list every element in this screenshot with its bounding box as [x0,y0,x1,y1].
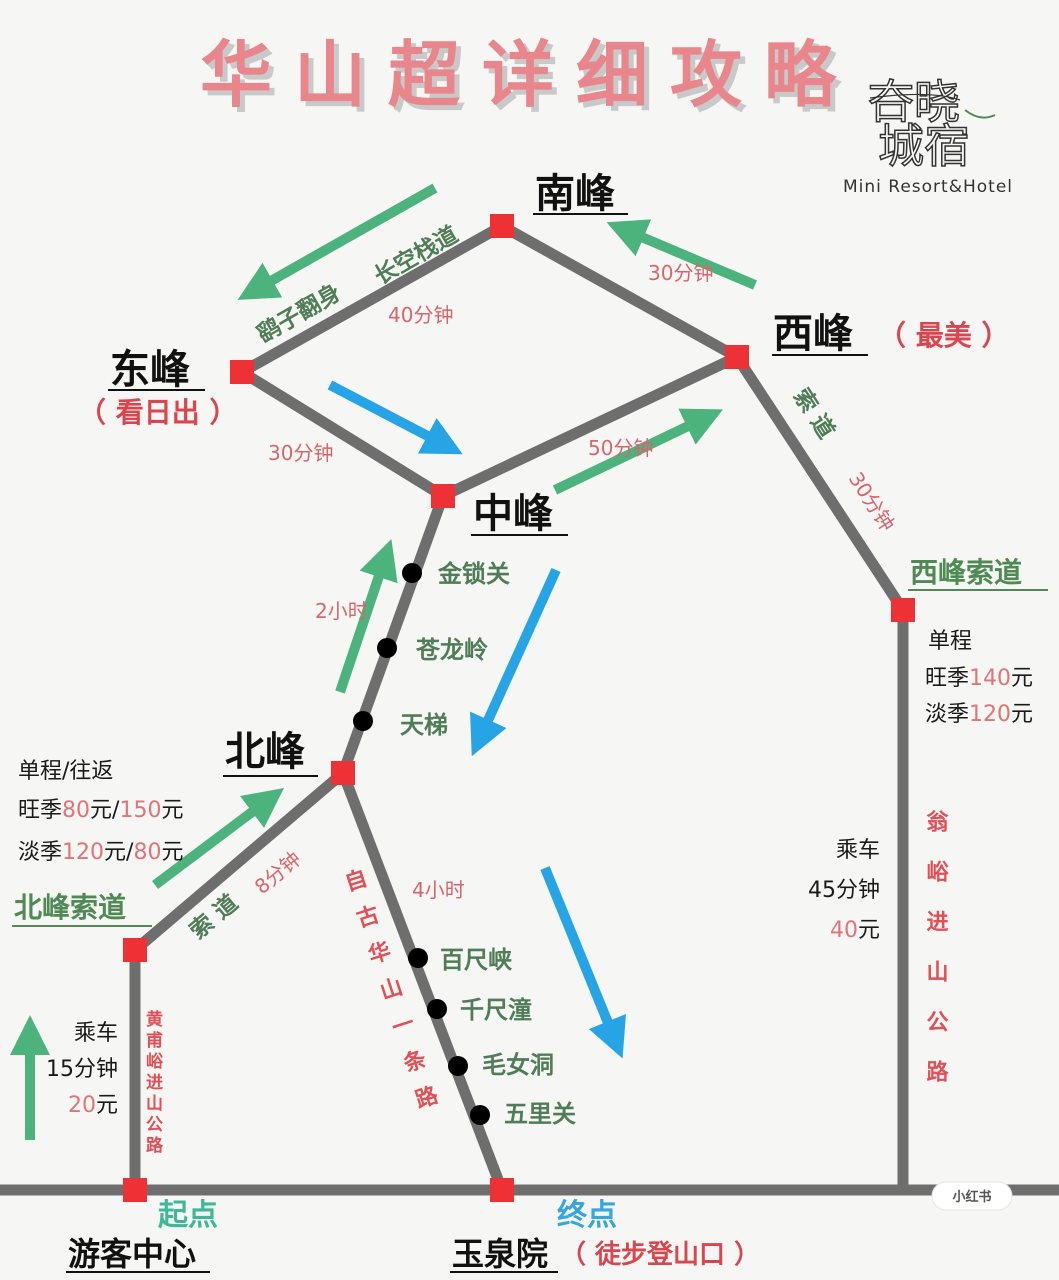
visitor-center: 游客中心 [66,1235,210,1273]
route-nodes [123,214,915,1202]
peak-east: 东峰 （ 看日出 ） [78,347,238,429]
time-north-cable: 8分钟 [250,847,306,899]
time-west-south: 30分钟 [648,261,713,285]
waypoint-canglongling: 苍龙岭 [415,636,488,664]
svg-text:黄甫峪进山公路: 黄甫峪进山公路 [142,1009,163,1157]
node-west-cableway [891,598,915,622]
arrow-north-to-center-icon [335,539,398,694]
peak-north: 北峰 [223,729,318,777]
time-north-center: 2小时 [315,599,368,623]
north-cableway-info: 单程/往返 旺季80元/150元 淡季120元/80元 北峰索道 [12,759,183,927]
yuquan-yuan: 玉泉院 （ 徒步登山口 ） [450,1235,760,1273]
arrow-west-to-south-icon [606,219,757,290]
direction-arrows [10,183,757,1140]
svg-text:淡季120元: 淡季120元 [925,702,1033,727]
label-west-cable: 索 道 [788,384,840,444]
time-south-east: 40分钟 [388,303,453,327]
svg-text:乘车: 乘车 [836,838,880,863]
node-east-peak [230,360,254,384]
svg-text:（ 最美 ）: （ 最美 ） [878,319,1010,352]
node-center-peak [431,484,455,508]
arrow-center-to-north-icon [470,567,561,757]
arrow-east-to-center-icon [327,380,463,455]
route-east-center-west [236,351,743,503]
svg-text:南峰: 南峰 [535,171,615,217]
waypoint-qianchizhuang: 千尺潼 [460,996,532,1024]
node-visitor-center [123,1178,147,1202]
node-west-peak [725,345,749,369]
svg-text:淡季120元/80元: 淡季120元/80元 [18,840,183,865]
svg-text:北峰: 北峰 [225,729,305,775]
svg-text:城宿: 城宿 [878,119,970,173]
svg-text:游客中心: 游客中心 [68,1235,196,1273]
svg-text:夻晓: 夻晓 [868,75,960,129]
node-yuquan-yuan [490,1178,514,1202]
svg-text:Mini Resort&Hotel: Mini Resort&Hotel [843,177,1013,197]
logo-swoosh-icon [869,93,961,101]
svg-text:40元: 40元 [830,918,880,943]
time-north-yuquan: 4小时 [412,878,465,902]
svg-text:翁峪进山公路: 翁峪进山公路 [923,809,949,1110]
logo-leaf-icon [964,109,996,119]
arrow-center-to-west-icon [552,408,724,495]
waypoint-tianti: 天梯 [400,711,448,739]
bus-north-info: 乘车 15分钟 20元 [46,1021,118,1118]
peak-south: 南峰 [533,171,628,217]
node-north-cableway [123,938,147,962]
time-east-center: 30分钟 [268,441,333,465]
xiaohongshu-watermark: 小红书 [931,1181,1013,1211]
svg-text:（ 看日出 ）: （ 看日出 ） [78,396,238,429]
arrow-descend-icon [540,866,626,1059]
svg-text:西峰索道: 西峰索道 [910,556,1022,589]
route-ancient-trail [337,767,508,1196]
page-title: 华山超详细攻略 华山超详细攻略 [200,33,863,122]
node-north-peak [331,761,355,785]
waypoint-dots [353,563,490,1125]
svg-text:北峰索道: 北峰索道 [14,891,126,924]
waypoint-wuliguan: 五里关 [504,1100,576,1128]
svg-text:45分钟: 45分钟 [808,878,880,903]
svg-text:西峰: 西峰 [773,311,853,357]
waypoint-maonvdong: 毛女洞 [482,1051,554,1079]
road-huangfu-label: 黄甫峪进山公路 [142,1009,163,1157]
waypoint-baichixia: 百尺峡 [440,946,512,974]
arrow-cable-up-icon [151,787,284,889]
west-cableway-info: 西峰索道 单程 旺季140元 淡季120元 [908,556,1048,727]
svg-text:旺季80元/150元: 旺季80元/150元 [18,798,183,823]
svg-text:旺季140元: 旺季140元 [925,666,1033,691]
svg-text:小红书: 小红书 [952,1189,991,1205]
peak-center: 中峰 [471,491,568,537]
svg-text:华山超详细攻略: 华山超详细攻略 [205,38,863,122]
svg-text:玉泉院: 玉泉院 [452,1235,548,1273]
svg-text:乘车: 乘车 [74,1021,118,1046]
svg-text:单程: 单程 [928,629,972,654]
peak-west: 西峰 （ 最美 ） [772,311,1010,357]
svg-text:华山超详细攻略: 华山超详细攻略 [200,33,858,117]
time-center-west: 50分钟 [588,436,653,460]
hotel-logo: 夻晓 城宿 Mini Resort&Hotel [843,74,1013,197]
svg-text:15分钟: 15分钟 [46,1057,118,1082]
svg-text:中峰: 中峰 [473,491,553,537]
route-north-cable [129,767,349,956]
start-label: 起点 [158,1198,218,1233]
waypoint-jinsuoguan: 金锁关 [437,560,510,588]
bus-west-info: 乘车 45分钟 40元 [808,838,880,943]
svg-text:东峰: 东峰 [110,347,190,393]
node-south-peak [490,214,514,238]
end-label: 终点 [557,1198,617,1233]
arrow-south-to-east-icon [237,183,438,300]
svg-text:单程/往返: 单程/往返 [18,759,113,784]
svg-text:20元: 20元 [68,1093,118,1118]
svg-text:（ 徒步登山口 ）: （ 徒步登山口 ） [560,1239,760,1270]
route-west-cable [731,351,909,616]
road-wengyu-label: 翁峪进山公路 [923,809,949,1110]
